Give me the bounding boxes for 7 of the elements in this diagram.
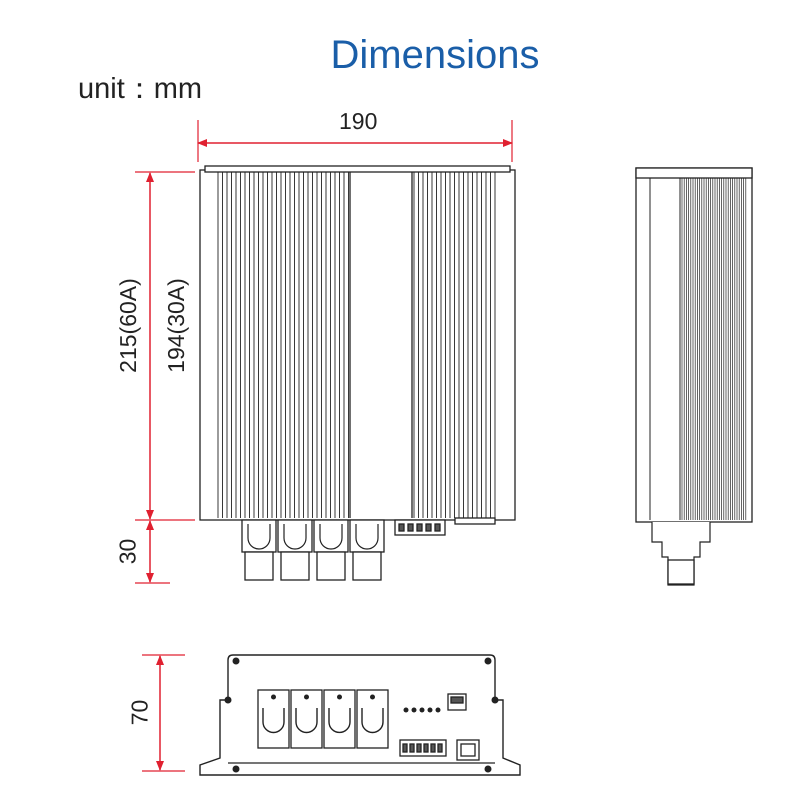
dimension-label: 215(60A) <box>116 278 140 372</box>
dimension-label: 30 <box>116 538 140 564</box>
dimension-label: 194(30A) <box>164 278 188 372</box>
dimension-label: 70 <box>128 699 152 725</box>
dimension-label: 190 <box>339 110 378 132</box>
title: Dimensions <box>330 35 540 75</box>
unit-note: unit：mm <box>78 74 202 104</box>
